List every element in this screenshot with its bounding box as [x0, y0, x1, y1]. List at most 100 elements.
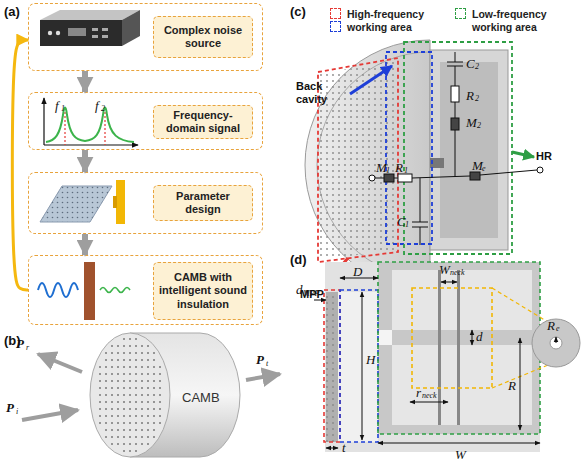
wave-arrows-part — [22, 410, 78, 420]
perforation — [153, 408, 155, 410]
legend-sample — [330, 21, 341, 32]
perforation — [135, 380, 137, 382]
equivalent-circuit-part — [455, 52, 456, 62]
perforation — [141, 359, 143, 361]
symbol-label: R — [466, 88, 474, 104]
perforation — [111, 415, 113, 417]
perforation — [117, 443, 119, 445]
equivalent-circuit-part — [369, 175, 375, 181]
wave-sketch-part — [100, 288, 130, 293]
perforation — [147, 345, 149, 347]
callout-label: HR — [536, 150, 552, 163]
legend-text: High-frequency working area — [347, 8, 450, 34]
perforation — [141, 401, 143, 403]
cross-section-part — [378, 262, 540, 434]
symbol-label: W — [439, 262, 450, 278]
perforation — [105, 359, 107, 361]
equivalent-circuit-part — [447, 66, 463, 67]
perforation — [159, 415, 161, 417]
perforation — [153, 373, 155, 375]
plate-sketch-part — [116, 180, 125, 224]
perforation — [105, 352, 107, 354]
perforation — [153, 359, 155, 361]
equivalent-circuit-part — [451, 86, 459, 102]
unit-cell-3d-part — [430, 50, 508, 250]
perforation — [141, 408, 143, 410]
perforation — [147, 380, 149, 382]
noise-device-part — [68, 28, 86, 36]
legend-samples — [455, 8, 472, 21]
perforation — [99, 373, 101, 375]
symbol-label: M — [376, 160, 387, 176]
cross-section-part — [457, 270, 460, 425]
perforation — [111, 394, 113, 396]
perforation — [135, 366, 137, 368]
perforation — [111, 422, 113, 424]
cross-section-part — [412, 288, 492, 388]
perforation — [99, 401, 101, 403]
wave-arrows-part — [38, 354, 82, 372]
perforation — [111, 366, 113, 368]
perforation — [99, 387, 101, 389]
perforation — [141, 345, 143, 347]
text-box: CAMB with intelligent sound insulation — [153, 262, 253, 320]
wave-sketch — [38, 262, 130, 320]
camb-disc: CAMB — [58, 330, 248, 460]
perforation — [159, 422, 161, 424]
wave-arrows-part — [246, 374, 280, 380]
perforation — [123, 422, 125, 424]
symbol-label: R — [508, 378, 516, 394]
perforation — [123, 450, 125, 452]
perforation — [99, 380, 101, 382]
legend-item: Low-frequency working area — [455, 8, 565, 34]
perforation — [147, 366, 149, 368]
dimension-lines-part — [326, 448, 338, 449]
perforation — [129, 415, 131, 417]
text-box: Frequency-domain signal — [153, 105, 253, 139]
perforation — [159, 387, 161, 389]
perforation — [123, 408, 125, 410]
subscript: 2 — [475, 62, 479, 71]
spectrum-plot — [44, 98, 138, 145]
feedback-arrow — [12, 40, 28, 290]
unit-cell-3d-part — [350, 66, 392, 94]
perforation — [129, 338, 131, 340]
perforation — [129, 387, 131, 389]
cross-section-part — [392, 345, 532, 425]
symbol-label: d — [476, 329, 483, 345]
dimension-lines-part — [362, 292, 363, 440]
spectrum-plot-part — [46, 108, 134, 143]
perforation — [135, 352, 137, 354]
perforation — [141, 429, 143, 431]
perforation — [129, 352, 131, 354]
perforation — [159, 401, 161, 403]
symbol-label: f — [55, 98, 59, 114]
cross-section-part — [340, 290, 378, 442]
perforation — [111, 429, 113, 431]
dimension-lines-part — [556, 337, 557, 343]
equivalent-circuit-part — [537, 167, 543, 173]
equivalent-circuit-part — [394, 178, 398, 179]
perforation — [105, 401, 107, 403]
perforation — [129, 401, 131, 403]
symbol-label: H — [366, 352, 375, 368]
perforation — [105, 429, 107, 431]
perforation — [117, 359, 119, 361]
pressure-label: P — [6, 400, 14, 416]
perforation — [135, 436, 137, 438]
perforation — [111, 408, 113, 410]
perforation — [141, 380, 143, 382]
plate-sketch-part — [40, 186, 112, 222]
perforation — [135, 443, 137, 445]
flow-step: Parameter design — [28, 172, 263, 234]
subscript: 2 — [101, 104, 105, 113]
perforation — [153, 415, 155, 417]
perforation — [105, 380, 107, 382]
perforation — [123, 380, 125, 382]
dimension-lines-part — [441, 282, 457, 283]
flow-step: Frequency-domain signal — [28, 92, 263, 150]
perforation — [111, 373, 113, 375]
dimension-lines — [314, 278, 556, 448]
perforation — [105, 373, 107, 375]
perforation — [129, 450, 131, 452]
